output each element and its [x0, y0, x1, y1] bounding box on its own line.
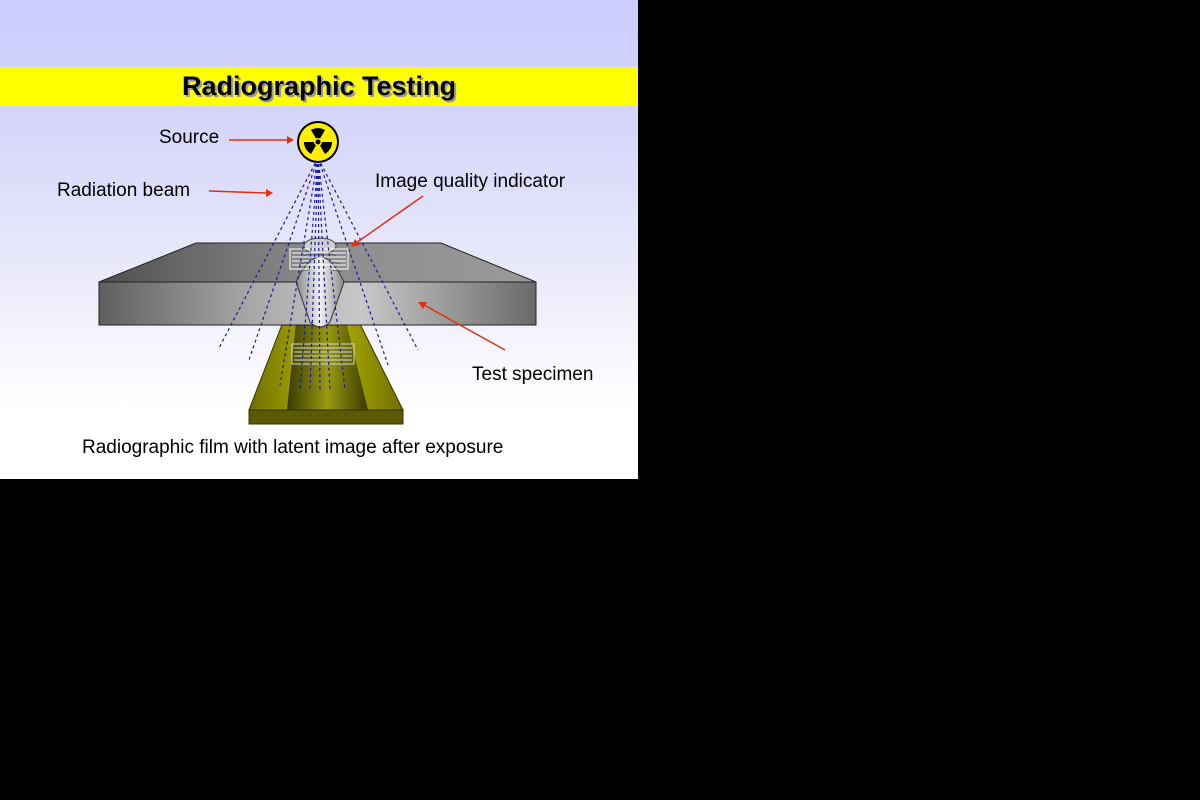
specimen-arrow	[423, 304, 506, 351]
label-image-quality-indicator: Image quality indicator	[375, 171, 566, 192]
latent-image-iqi	[291, 343, 355, 365]
slide-title: Radiographic Testing	[181, 71, 457, 101]
label-radiation-beam: Radiation beam	[57, 180, 191, 201]
radiography-diagram	[98, 121, 537, 425]
slide: Radiographic Testing	[0, 0, 638, 479]
film-caption: Radiographic film with latent image afte…	[82, 437, 504, 458]
iqi-arrow	[355, 195, 424, 244]
radiographic-film	[248, 321, 404, 425]
radiation-trefoil-icon	[297, 121, 339, 163]
title-bar: Radiographic Testing	[0, 67, 638, 106]
radiation-beam-arrow	[208, 190, 267, 194]
radiation-beam	[218, 157, 419, 391]
label-test-specimen: Test specimen	[472, 364, 594, 385]
label-source: Source	[159, 127, 220, 148]
label-arrows	[208, 136, 506, 351]
